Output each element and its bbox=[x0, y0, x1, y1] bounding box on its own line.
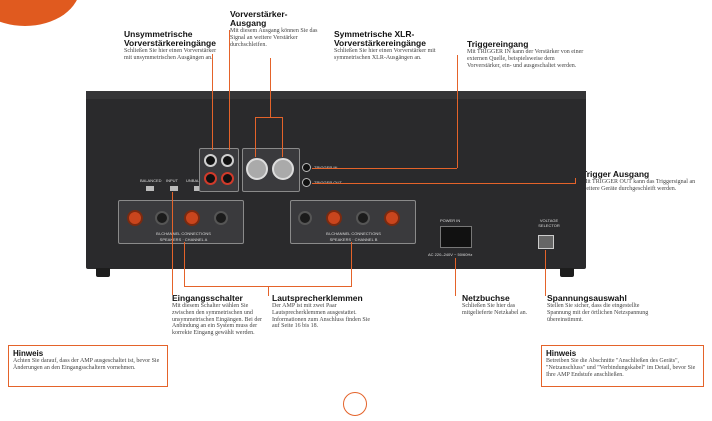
callout-text: Der AMP ist mit zwei Paar Lautsprecherkl… bbox=[272, 303, 370, 330]
rca-input-left[interactable] bbox=[204, 154, 217, 167]
callout-trigger-out: Trigger Ausgang Mit TRIGGER OUT kann das… bbox=[582, 170, 704, 193]
callout-voltage-selector: Spannungsauswahl Stellen Sie sicher, das… bbox=[547, 294, 659, 323]
note-title: Hinweis bbox=[546, 349, 577, 358]
corner-decoration bbox=[0, 0, 80, 26]
trigger-in-label: TRIGGER IN bbox=[314, 165, 337, 170]
callout-unsym-inputs: Unsymmetrische Vorverstärkereingänge Sch… bbox=[124, 30, 220, 62]
amp-foot-right bbox=[560, 268, 574, 277]
note-text: Achten Sie darauf, dass der AMP ausgesch… bbox=[13, 358, 160, 371]
callout-input-switch: Eingangsschalter Mit diesem Schalter wäh… bbox=[172, 294, 268, 337]
leader-line bbox=[270, 58, 272, 118]
speaker-post-red[interactable] bbox=[184, 210, 200, 226]
leader-line bbox=[457, 55, 459, 168]
voltage-label: VOLTAGE SELECTOR bbox=[538, 218, 560, 228]
callout-text: Schließen Sie hier einen Vorverstärker m… bbox=[334, 48, 436, 61]
page-number-circle bbox=[343, 392, 367, 416]
speaker-post-black[interactable] bbox=[298, 211, 312, 225]
speaker-terminals-right bbox=[290, 200, 416, 244]
callout-title: Trigger Ausgang bbox=[582, 169, 650, 179]
callout-title: Netzbuchse bbox=[462, 293, 510, 303]
speaker-post-black[interactable] bbox=[155, 211, 169, 225]
amp-foot-left bbox=[96, 268, 110, 277]
callout-text: Mit TRIGGER OUT kann das Triggersignal a… bbox=[582, 179, 696, 192]
terminal-label: BI-CHANNEL CONNECTIONS bbox=[326, 231, 381, 236]
callout-text: Schließen Sie hier einen Vorverstärker m… bbox=[124, 48, 217, 61]
callout-text: Mit TRIGGER IN kann der Verstärker von e… bbox=[467, 49, 584, 69]
leader-line bbox=[545, 250, 547, 296]
callout-power-socket: Netzbuchse Schließen Sie hier das mitgel… bbox=[462, 294, 536, 317]
terminal-label: BI-CHANNEL CONNECTIONS bbox=[156, 231, 211, 236]
callout-title: Spannungsauswahl bbox=[547, 293, 627, 303]
speaker-post-red[interactable] bbox=[326, 210, 342, 226]
note-text: Betreiben Sie die Abschnitte "Anschließe… bbox=[546, 358, 696, 378]
callout-preamp-out: Vorverstärker-Ausgang Mit diesem Ausgang… bbox=[230, 10, 318, 48]
callout-speaker-terminals: Lautsprecherklemmen Der AMP ist mit zwei… bbox=[272, 294, 372, 330]
callout-text: Schließen Sie hier das mitgelieferte Net… bbox=[462, 303, 528, 316]
terminal-sublabel: SPEAKERS · CHANNEL B bbox=[329, 237, 378, 242]
rca-output-left[interactable] bbox=[221, 154, 234, 167]
leader-line bbox=[255, 117, 283, 119]
leader-line bbox=[268, 286, 270, 296]
speaker-post-red[interactable] bbox=[384, 210, 400, 226]
rca-panel bbox=[199, 148, 239, 192]
note-title: Hinweis bbox=[13, 349, 44, 358]
leader-line bbox=[184, 242, 186, 286]
input-switch-toggle[interactable] bbox=[146, 186, 154, 191]
callout-xlr-inputs: Symmetrische XLR-Vorverstärkereingänge S… bbox=[334, 30, 446, 62]
leader-line bbox=[455, 258, 457, 296]
note-box-right: Hinweis Betreiben Sie die Abschnitte "An… bbox=[541, 345, 704, 387]
callout-title: Symmetrische XLR-Vorverstärkereingänge bbox=[334, 29, 426, 48]
leader-line bbox=[351, 242, 353, 286]
leader-line bbox=[255, 117, 257, 157]
rca-input-right[interactable] bbox=[204, 172, 217, 185]
leader-line bbox=[575, 178, 577, 184]
switch-label: BALANCED bbox=[140, 178, 162, 183]
terminal-sublabel: SPEAKERS · CHANNEL A bbox=[159, 237, 208, 242]
power-socket[interactable] bbox=[440, 226, 472, 248]
leader-line bbox=[312, 183, 576, 185]
xlr-input-left[interactable] bbox=[246, 158, 268, 180]
voltage-selector-switch[interactable] bbox=[538, 235, 554, 249]
amplifier-top-edge bbox=[86, 91, 586, 99]
switch-label: INPUT bbox=[166, 178, 178, 183]
speaker-post-red[interactable] bbox=[127, 210, 143, 226]
trigger-in-jack[interactable] bbox=[302, 163, 311, 172]
callout-trigger-in: Triggereingang Mit TRIGGER IN kann der V… bbox=[467, 40, 589, 69]
leader-line bbox=[229, 30, 231, 150]
leader-line bbox=[282, 117, 284, 157]
callout-title: Vorverstärker-Ausgang bbox=[230, 9, 288, 28]
leader-line bbox=[212, 54, 214, 150]
callout-title: Unsymmetrische Vorverstärkereingänge bbox=[124, 29, 216, 48]
speaker-post-black[interactable] bbox=[356, 211, 370, 225]
callout-text: Stellen Sie sicher, dass die eingestellt… bbox=[547, 303, 649, 323]
power-label: POWER IN bbox=[440, 218, 461, 223]
xlr-input-right[interactable] bbox=[272, 158, 294, 180]
callout-title: Lautsprecherklemmen bbox=[272, 293, 363, 303]
leader-line bbox=[312, 168, 457, 170]
callout-title: Triggereingang bbox=[467, 39, 529, 49]
speaker-post-black[interactable] bbox=[214, 211, 228, 225]
rca-output-right[interactable] bbox=[221, 172, 234, 185]
input-switch-toggle[interactable] bbox=[194, 186, 202, 191]
power-sublabel: AC 220–240V ~ 50/60Hz bbox=[428, 252, 473, 257]
callout-title: Eingangsschalter bbox=[172, 293, 243, 303]
trigger-out-jack[interactable] bbox=[302, 178, 311, 187]
leader-line bbox=[172, 192, 174, 295]
note-box-left: Hinweis Achten Sie darauf, dass der AMP … bbox=[8, 345, 168, 387]
trigger-out-label: TRIGGER OUT bbox=[314, 180, 342, 185]
callout-text: Mit diesem Schalter wählen Sie zwischen … bbox=[172, 303, 262, 337]
input-switch-toggle[interactable] bbox=[170, 186, 178, 191]
callout-text: Mit diesem Ausgang können Sie das Signal… bbox=[230, 28, 318, 48]
